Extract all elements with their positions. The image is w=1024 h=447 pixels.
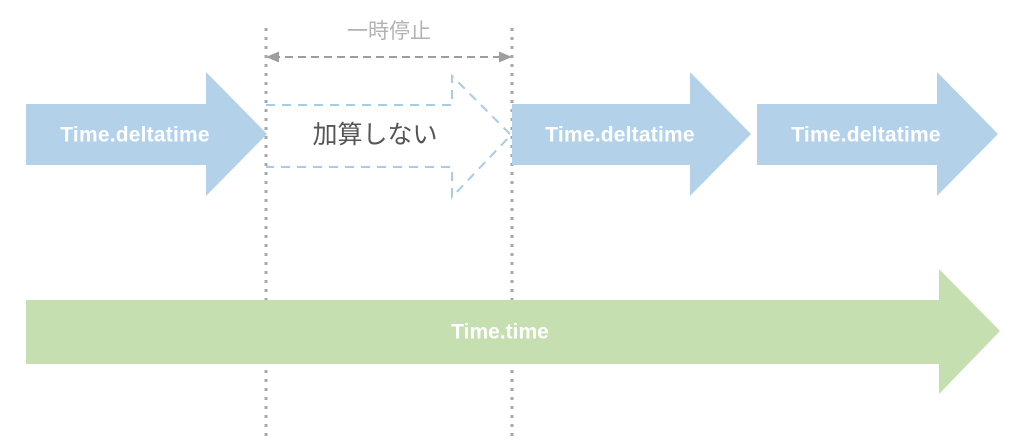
- double-headed-arrow-icon: [266, 51, 512, 63]
- delta-arrow-1: Time.deltatime: [26, 72, 267, 196]
- paused-arrow-ghost: 加算しない: [266, 73, 513, 200]
- delta-arrow-3: Time.deltatime: [757, 72, 998, 196]
- total-time-arrow: Time.time: [26, 269, 1000, 394]
- delta-arrow-3-label: Time.deltatime: [791, 124, 940, 147]
- pause-region-label: 一時停止: [347, 19, 431, 43]
- paused-arrow-label: 加算しない: [312, 120, 437, 149]
- delta-arrow-1-label: Time.deltatime: [60, 124, 209, 147]
- total-time-label: Time.time: [451, 321, 549, 344]
- delta-arrow-2-label: Time.deltatime: [545, 124, 694, 147]
- delta-arrow-2: Time.deltatime: [512, 72, 751, 196]
